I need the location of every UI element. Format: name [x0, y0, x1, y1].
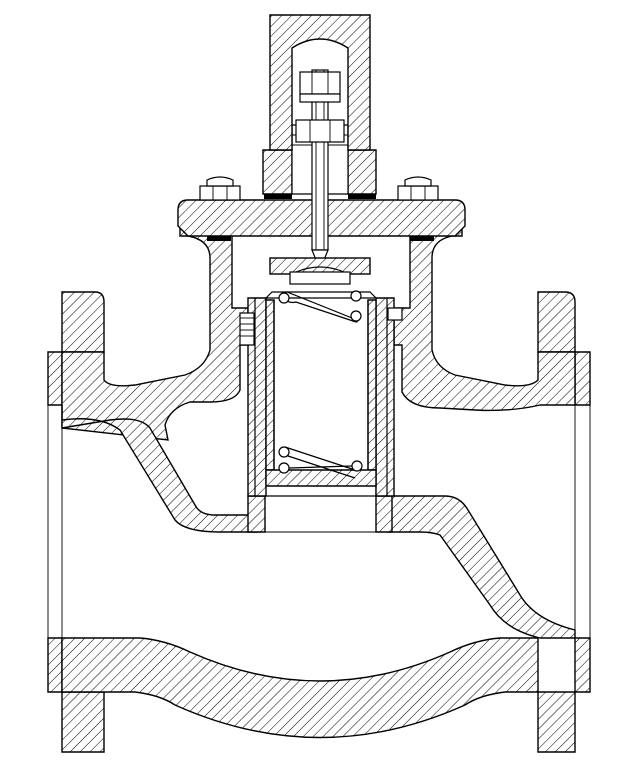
body-partition-right [387, 495, 576, 639]
seat-ring [247, 495, 266, 533]
bonnet-neck [262, 149, 293, 195]
cover-gasket-right [410, 236, 434, 241]
lock-nut-upper [299, 71, 341, 95]
spring-bottom-coils [278, 446, 363, 479]
guide-lug [387, 307, 403, 321]
right-flange [537, 291, 591, 753]
washer [299, 93, 341, 103]
set-screw [239, 312, 255, 346]
spring [278, 290, 363, 479]
cap-gasket-right [348, 194, 376, 199]
body-bottom-wall [61, 637, 539, 739]
right-bolt [397, 176, 439, 201]
cover-gasket-left [207, 236, 231, 241]
spring-seat [269, 257, 371, 285]
spring-top-coils [278, 290, 362, 323]
cap-gasket-left [264, 194, 292, 199]
cage-sleeve [247, 291, 395, 497]
left-flange [47, 291, 105, 753]
lock-nut-lower [295, 119, 345, 143]
left-bolt [199, 176, 241, 201]
protective-cap [269, 14, 371, 151]
piston-plug [265, 299, 377, 487]
